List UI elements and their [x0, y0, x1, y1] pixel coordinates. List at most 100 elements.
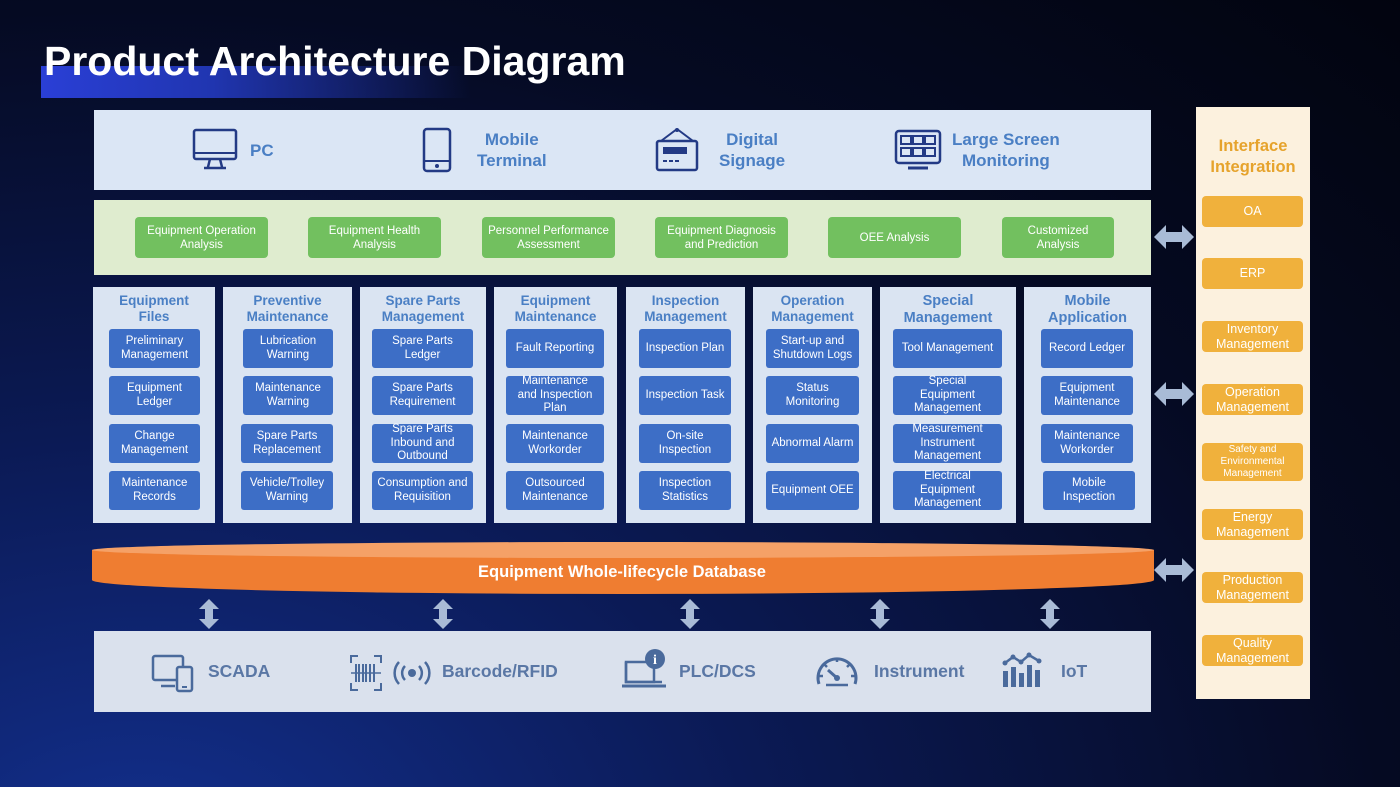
title-highlight-bar	[41, 66, 471, 98]
data-source-layer: SCADA Barcode/RFID i PLC/DCS Instrument …	[94, 631, 1151, 712]
database-cylinder	[92, 542, 1154, 594]
terminal-large-screen-label: Large Screen Monitoring	[952, 130, 1060, 170]
terminal-pc-label: PC	[250, 140, 274, 160]
terminal-signage[interactable]: Digital Signage	[655, 110, 785, 190]
module-item[interactable]: Mobile Inspection	[1043, 471, 1135, 510]
page-title: Product Architecture Diagram	[44, 38, 626, 84]
interface-quality[interactable]: Quality Management	[1202, 635, 1303, 666]
module-title: Mobile Application	[1048, 293, 1127, 326]
phone-icon	[422, 127, 452, 173]
barcode-rfid-icon	[350, 655, 431, 691]
analysis-layer: Equipment Operation Analysis Equipment H…	[94, 200, 1151, 275]
module-title: Special Management	[903, 293, 993, 326]
vertical-double-arrow-icon	[1040, 599, 1060, 629]
module-item[interactable]: Vehicle/Trolley Warning	[241, 471, 333, 510]
module-item[interactable]: Equipment Maintenance	[1041, 376, 1133, 415]
module-equipment-files: Equipment Files Preliminary Management E…	[93, 287, 215, 523]
module-item[interactable]: Abnormal Alarm	[766, 424, 859, 463]
interface-integration-panel: Interface Integration OA ERP Inventory M…	[1196, 107, 1310, 699]
horizontal-double-arrow-icon	[1154, 225, 1194, 249]
module-item[interactable]: Inspection Plan	[639, 329, 731, 368]
module-title: Spare Parts Management	[381, 293, 465, 324]
module-item[interactable]: Maintenance and Inspection Plan	[506, 375, 604, 415]
module-item[interactable]: Preliminary Management	[109, 329, 200, 368]
svg-text:i: i	[653, 653, 657, 668]
module-item[interactable]: On-site Inspection	[639, 424, 731, 463]
plc-dcs-icon: i	[622, 649, 666, 688]
module-item[interactable]: Maintenance Warning	[243, 376, 333, 415]
large-screen-icon	[894, 129, 942, 170]
monitor-icon	[192, 128, 238, 170]
interface-oa[interactable]: OA	[1202, 196, 1303, 227]
gauge-icon	[816, 657, 858, 687]
source-scada-label[interactable]: SCADA	[208, 661, 271, 681]
module-item[interactable]: Change Management	[109, 424, 200, 463]
module-item[interactable]: Maintenance Records	[109, 471, 200, 510]
horizontal-double-arrow-icon	[1154, 558, 1194, 582]
module-item[interactable]: Status Monitoring	[766, 376, 859, 415]
terminal-signage-label: Digital Signage	[719, 130, 786, 170]
module-equipment-maintenance: Equipment Maintenance Fault Reporting Ma…	[494, 287, 617, 523]
module-item[interactable]: Inspection Statistics	[639, 471, 731, 510]
vertical-double-arrow-icon	[199, 599, 219, 629]
module-title: Inspection Management	[644, 293, 727, 324]
terminal-layer: PC Mobile Terminal Digital Signage	[94, 110, 1151, 190]
module-title: Equipment Maintenance	[514, 293, 597, 324]
module-item[interactable]: Fault Reporting	[506, 329, 604, 368]
module-item[interactable]: Equipment Ledger	[109, 376, 200, 415]
terminal-mobile[interactable]: Mobile Terminal	[422, 110, 547, 190]
interface-operation[interactable]: Operation Management	[1202, 384, 1303, 415]
terminal-pc[interactable]: PC	[192, 110, 274, 190]
module-title: Equipment Files	[119, 293, 189, 324]
interface-erp[interactable]: ERP	[1202, 258, 1303, 289]
horizontal-double-arrow-icon	[1154, 382, 1194, 406]
module-item[interactable]: Special Equipment Management	[893, 375, 1002, 415]
analysis-oee[interactable]: OEE Analysis	[828, 217, 961, 258]
source-barcode-rfid-label[interactable]: Barcode/RFID	[442, 661, 558, 681]
analysis-customized[interactable]: Customized Analysis	[1002, 217, 1114, 258]
module-item[interactable]: Record Ledger	[1041, 329, 1133, 368]
vertical-double-arrow-icon	[680, 599, 700, 629]
scada-devices-icon	[151, 654, 194, 693]
interface-energy[interactable]: Energy Management	[1202, 509, 1303, 540]
module-item[interactable]: Tool Management	[893, 329, 1002, 368]
module-item[interactable]: Consumption and Requisition	[372, 471, 473, 510]
signage-icon	[655, 128, 699, 172]
module-item[interactable]: Start-up and Shutdown Logs	[766, 329, 859, 368]
interface-title: Interface Integration	[1210, 137, 1296, 176]
module-item[interactable]: Outsourced Maintenance	[506, 471, 604, 510]
source-plc-dcs-label[interactable]: PLC/DCS	[679, 661, 756, 681]
analysis-equipment-operation[interactable]: Equipment Operation Analysis	[135, 217, 268, 258]
module-item[interactable]: Equipment OEE	[766, 471, 859, 510]
analysis-equipment-health[interactable]: Equipment Health Analysis	[308, 217, 441, 258]
module-title: Preventive Maintenance	[246, 293, 329, 324]
module-special: Special Management Tool Management Speci…	[880, 287, 1016, 523]
terminal-mobile-label: Mobile Terminal	[477, 130, 547, 170]
module-operation: Operation Management Start-up and Shutdo…	[753, 287, 872, 523]
module-item[interactable]: Inspection Task	[639, 376, 731, 415]
source-iot-label[interactable]: IoT	[1061, 661, 1088, 681]
analysis-diagnosis-prediction[interactable]: Equipment Diagnosis and Prediction	[655, 217, 788, 258]
module-item[interactable]: Spare Parts Inbound and Outbound	[372, 423, 473, 463]
module-item[interactable]: Spare Parts Ledger	[372, 329, 473, 368]
module-spare-parts: Spare Parts Management Spare Parts Ledge…	[360, 287, 486, 523]
vertical-double-arrow-icon	[433, 599, 453, 629]
terminal-large-screen[interactable]: Large Screen Monitoring	[894, 110, 1060, 190]
interface-production[interactable]: Production Management	[1202, 572, 1303, 603]
iot-chart-icon	[1002, 652, 1042, 687]
module-inspection: Inspection Management Inspection Plan In…	[626, 287, 745, 523]
module-item[interactable]: Spare Parts Requirement	[372, 376, 473, 415]
analysis-personnel-performance[interactable]: Personnel Performance Assessment	[482, 217, 615, 258]
module-item[interactable]: Lubrication Warning	[243, 329, 333, 368]
module-item[interactable]: Electrical Equipment Management	[893, 470, 1002, 510]
source-instrument-label[interactable]: Instrument	[874, 661, 965, 681]
module-preventive-maintenance: Preventive Maintenance Lubrication Warni…	[223, 287, 352, 523]
module-item[interactable]: Maintenance Workorder	[1041, 424, 1133, 463]
module-item[interactable]: Maintenance Workorder	[506, 424, 604, 463]
module-item[interactable]: Measurement Instrument Management	[893, 423, 1002, 463]
module-title: Operation Management	[771, 293, 854, 324]
module-mobile-application: Mobile Application Record Ledger Equipme…	[1024, 287, 1151, 523]
interface-inventory[interactable]: Inventory Management	[1202, 321, 1303, 352]
interface-safety-environmental[interactable]: Safety and Environmental Management	[1202, 443, 1303, 481]
module-item[interactable]: Spare Parts Replacement	[241, 424, 333, 463]
